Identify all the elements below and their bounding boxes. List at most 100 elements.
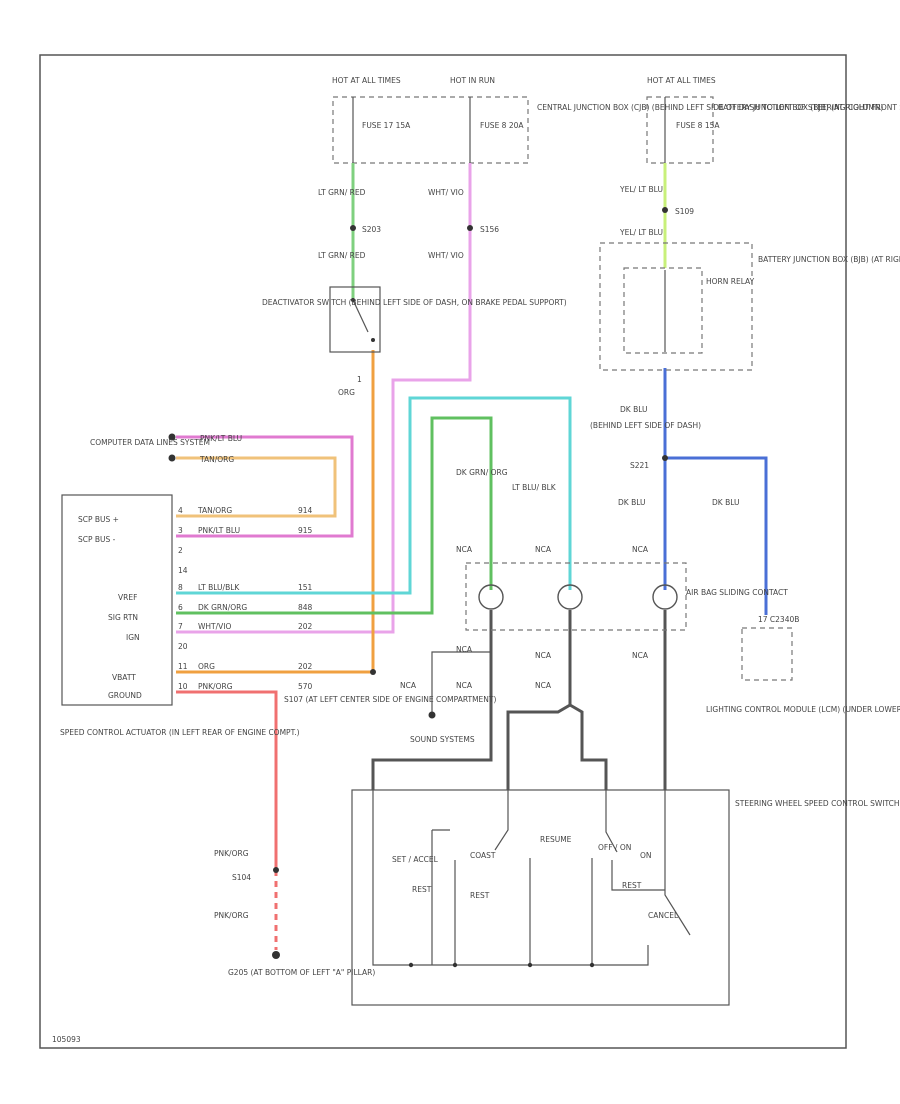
pin-scp-minus: SCP BUS - <box>78 535 116 544</box>
computer-pin-1 <box>168 433 176 441</box>
wire-label-nca5: NCA <box>535 651 552 660</box>
switch-off-on: OFF / ON <box>598 843 631 852</box>
diagram-frame <box>39 54 847 1049</box>
bjb-right-box <box>599 242 753 371</box>
wire-label-nca6: NCA <box>632 651 649 660</box>
center-fuse-label: FUSE 8 20A <box>480 121 524 130</box>
connector-circuit-9: 570 <box>298 682 313 691</box>
wire-label-dk-blu-3: DK BLU <box>712 498 740 507</box>
wire-label-nca2: NCA <box>535 545 552 554</box>
ground-g205 <box>272 951 280 959</box>
wire-label-dk-grn-org: DK GRN/ ORG <box>456 468 508 477</box>
wire-label-s109: S109 <box>675 207 694 216</box>
wire-label-nca7: NCA <box>400 681 417 690</box>
s107-label: S107 (AT LEFT CENTER SIDE OF ENGINE COMP… <box>284 695 496 704</box>
wire-label-wht-vio-1: WHT/ VIO <box>428 188 464 197</box>
wire-label-pin1: 1 <box>357 375 362 384</box>
center-hot-label: HOT IN RUN <box>450 76 495 85</box>
connector-color-4: LT BLU/BLK <box>198 583 240 592</box>
wire-label-org: ORG <box>338 388 355 397</box>
airbag-contact-1 <box>478 584 504 610</box>
wire-label-yel-lt-blu-2: YEL/ LT BLU <box>619 228 663 237</box>
connector-circuit-1: 915 <box>298 526 313 535</box>
horn-relay <box>623 267 703 354</box>
bjb-top-box <box>646 96 714 164</box>
deactivator-label: DEACTIVATOR SWITCH (BEHIND LEFT SIDE OF … <box>262 298 567 307</box>
wire-pnk-org <box>176 690 278 870</box>
wire-label-s104: S104 <box>232 873 251 882</box>
deactivator-switch <box>329 286 381 353</box>
wire-dk-grn-org <box>176 416 493 615</box>
splice-s221 <box>662 455 668 461</box>
wire-label-s156: S156 <box>480 225 499 234</box>
wire-lt-blu-blk <box>176 396 572 595</box>
connector-pin-1: 3 <box>178 526 183 535</box>
computer-wire-pnk: PNK/LT BLU <box>200 434 242 443</box>
connector-circuit-4: 151 <box>298 583 313 592</box>
wire-label-wht-vio-2: WHT/ VIO <box>428 251 464 260</box>
wire-label-nca4: NCA <box>456 645 473 654</box>
steering-label: STEERING WHEEL SPEED CONTROL SWITCH <box>735 799 899 808</box>
computer-wire-tan: TAN/ORG <box>199 455 234 464</box>
wire-label-behind-dash: (BEHIND LEFT SIDE OF DASH) <box>590 421 701 430</box>
pin-scp-plus: SCP BUS + <box>78 515 119 524</box>
switch-rest-1: REST <box>412 885 432 894</box>
airbag-contact-3 <box>652 584 678 610</box>
lcm-pin-label: 17 C2340B <box>758 615 799 624</box>
connector-circuit-0: 914 <box>298 506 313 515</box>
connector-color-5: DK GRN/ORG <box>198 603 247 612</box>
splice-s203 <box>350 225 356 231</box>
connector-pin-6: 7 <box>178 622 183 631</box>
wire-wht-vio <box>176 163 472 634</box>
switch-rest-3: REST <box>622 881 642 890</box>
g205-label: G205 (AT BOTTOM OF LEFT "A" PILLAR) <box>228 968 375 977</box>
wire-label-dk-blu-1: DK BLU <box>620 405 648 414</box>
splice-s156 <box>467 225 473 231</box>
switch-rest-2: REST <box>470 891 490 900</box>
splice-s104 <box>273 867 279 873</box>
splice-s107 <box>370 669 376 675</box>
connector-color-1: PNK/LT BLU <box>198 526 240 535</box>
lighting-control-module <box>741 627 793 681</box>
cjb-box <box>332 96 529 164</box>
actuator-label: SPEED CONTROL ACTUATOR (IN LEFT REAR OF … <box>60 728 300 737</box>
wire-label-nca9: NCA <box>535 681 552 690</box>
pin-vbatt: VBATT <box>112 673 136 682</box>
airbag-sliding-contact <box>465 562 687 631</box>
wire-label-nca3: NCA <box>632 545 649 554</box>
connector-circuit-5: 848 <box>298 603 313 612</box>
footer-id: 105093 <box>52 1035 81 1044</box>
connector-circuit-8: 202 <box>298 662 313 671</box>
splice-s109 <box>662 207 668 213</box>
connector-pin-2: 2 <box>178 546 183 555</box>
switch-resume: RESUME <box>540 835 572 844</box>
pin-ign: IGN <box>126 633 140 642</box>
left-hot-label: HOT AT ALL TIMES <box>332 76 401 85</box>
connector-color-0: TAN/ORG <box>197 506 232 515</box>
bjb-right-label: BATTERY JUNCTION BOX (BJB) (AT RIGHT FRO… <box>758 255 900 264</box>
switch-cancel: CANCEL <box>648 911 679 920</box>
wire-label-s221: S221 <box>630 461 649 470</box>
computer-pin-2 <box>168 454 176 462</box>
right-hot-label: HOT AT ALL TIMES <box>647 76 716 85</box>
wire-label-pnk-org-1: PNK/ORG <box>214 849 249 858</box>
pin-sig-rtn: SIG RTN <box>108 613 138 622</box>
sound-ground <box>428 711 436 719</box>
switch-on: ON <box>640 851 652 860</box>
cjb-description: CENTRAL JUNCTION BOX (CJB) (BEHIND LEFT … <box>537 103 883 112</box>
wire-label-lt-grn-red-1: LT GRN/ RED <box>318 188 366 197</box>
switch-internal-lines <box>372 790 691 966</box>
connector-pin-7: 20 <box>178 642 188 651</box>
wire-label-lt-grn-red-2: LT GRN/ RED <box>318 251 366 260</box>
wire-label-lt-blu-blk: LT BLU/ BLK <box>512 483 557 492</box>
connector-color-8: ORG <box>198 662 215 671</box>
lighting-label: LIGHTING CONTROL MODULE (LCM) (UNDER LOW… <box>706 705 900 714</box>
speed-control-actuator <box>61 494 173 706</box>
wire-label-yel-lt-blu-1: YEL/ LT BLU <box>619 185 663 194</box>
wire-label-nca1: NCA <box>456 545 473 554</box>
sound-label: SOUND SYSTEMS <box>410 735 475 744</box>
horn-relay-label: HORN RELAY <box>706 277 755 286</box>
wire-label-s203: S203 <box>362 225 381 234</box>
